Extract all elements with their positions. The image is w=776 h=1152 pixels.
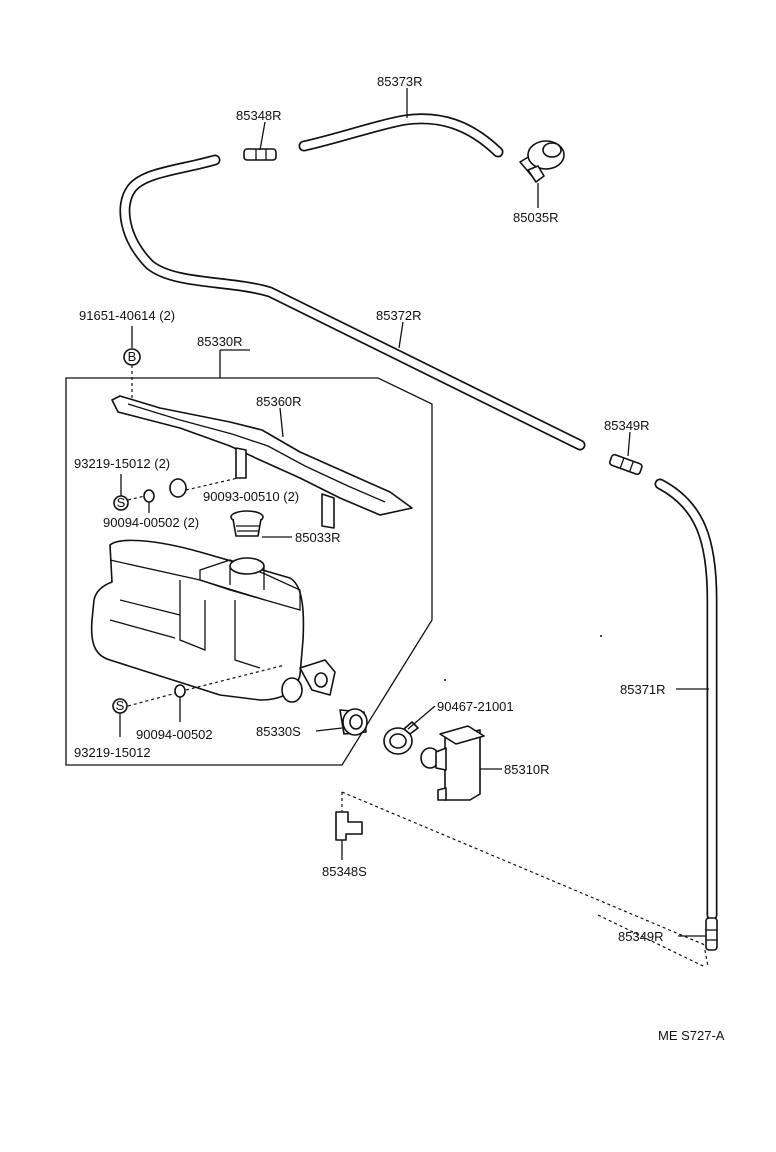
label-85035R: 85035R: [513, 210, 559, 225]
label-85349R-top: 85349R: [604, 418, 650, 433]
label-85310R: 85310R: [504, 762, 550, 777]
label-85348S: 85348S: [322, 864, 367, 879]
label-85360R: 85360R: [256, 394, 302, 409]
screw-93219-15012-2[interactable]: S: [113, 474, 129, 511]
hose-85371R[interactable]: [654, 478, 718, 921]
nut-90094-00502-2[interactable]: [143, 489, 155, 513]
label-85330S: 85330S: [256, 724, 301, 739]
leader-85348R: [259, 121, 266, 151]
connector-85349R-top[interactable]: [608, 453, 643, 476]
leader-90467: [407, 705, 436, 730]
bracket-85360R[interactable]: [111, 395, 413, 529]
washer-tank[interactable]: [90, 539, 336, 703]
label-85372R: 85372R: [376, 308, 422, 323]
grommet-85330S[interactable]: [339, 708, 368, 736]
grommet-90093-00510[interactable]: [169, 478, 187, 498]
label-85349R-bottom: 85349R: [618, 929, 664, 944]
label-90467-21001: 90467-21001: [437, 699, 514, 714]
connector-85348R[interactable]: [243, 148, 277, 161]
tank-group-outline: [65, 377, 433, 766]
label-85033R: 85033R: [295, 530, 341, 545]
label-85373R: 85373R: [377, 74, 423, 89]
clamp-90467-21001[interactable]: [383, 721, 419, 755]
label-90093-00510: 90093-00510 (2): [203, 489, 299, 504]
label-85330R: 85330R: [197, 334, 243, 349]
label-90094-00502-2: 90094-00502 (2): [103, 515, 199, 530]
label-85371R: 85371R: [620, 682, 666, 697]
label-91651-40614: 91651-40614 (2): [79, 308, 175, 323]
label-85348R: 85348R: [236, 108, 282, 123]
pump-85310R[interactable]: [420, 725, 485, 801]
leader-85372R: [398, 321, 404, 349]
hose-85372R[interactable]: [119, 154, 586, 451]
diagram-code: ME S727-A: [658, 1028, 725, 1043]
svg-text:S: S: [116, 698, 125, 713]
svg-text:B: B: [128, 349, 137, 364]
svg-text:S: S: [117, 495, 126, 510]
leader-85360R: [279, 407, 284, 438]
hose-85373R[interactable]: [298, 113, 504, 158]
screw-93219-15012[interactable]: S: [112, 698, 128, 737]
connector-85348S[interactable]: [335, 811, 363, 841]
nozzle-85035R[interactable]: [519, 140, 565, 183]
label-90094-00502: 90094-00502: [136, 727, 213, 742]
leader-85349R-top: [627, 431, 631, 457]
leader-85330S: [315, 727, 343, 732]
nut-90094-00502[interactable]: [174, 684, 186, 722]
cap-85033R[interactable]: [230, 510, 264, 537]
bolt-91651-40614[interactable]: B: [123, 326, 141, 398]
label-93219-15012: 93219-15012: [74, 745, 151, 760]
connector-85349R-bottom[interactable]: [705, 917, 718, 951]
label-93219-15012-2: 93219-15012 (2): [74, 456, 170, 471]
